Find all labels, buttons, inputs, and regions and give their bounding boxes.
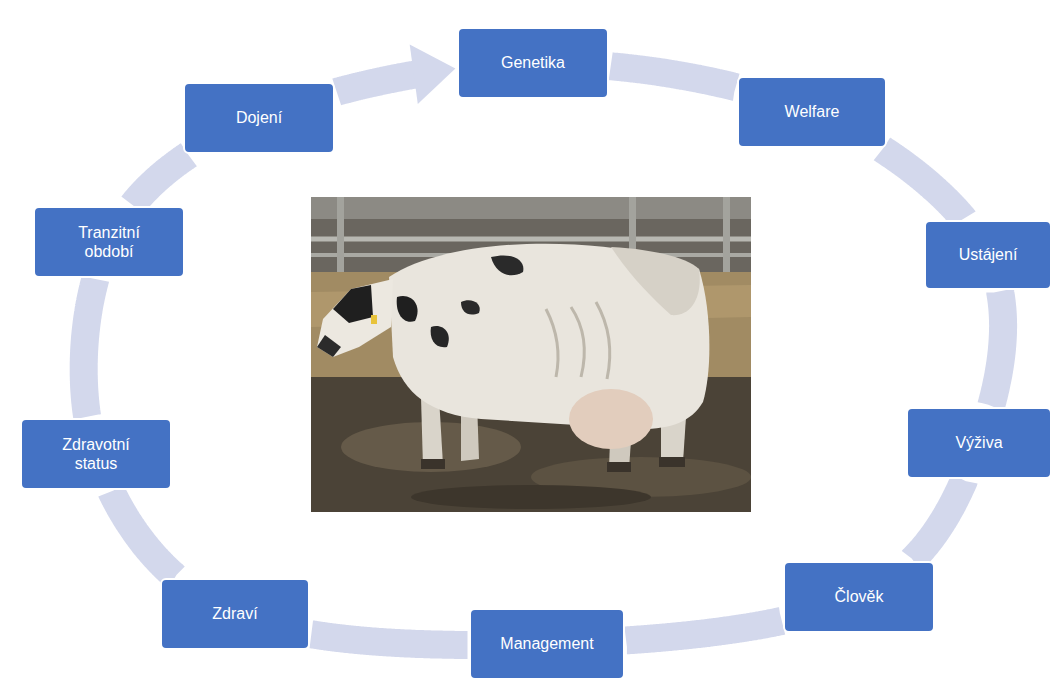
ring-band [337, 74, 417, 92]
box-label: Genetika [501, 53, 565, 72]
arrow-head [410, 45, 456, 105]
box-label: Dojení [236, 108, 282, 127]
cycle-arrow [311, 634, 467, 645]
box-label: Zdraví [212, 604, 257, 623]
cycle-arrow [133, 155, 189, 205]
box-label: Člověk [835, 587, 884, 606]
cycle-box: Výživa [906, 407, 1052, 479]
ring-band [913, 480, 964, 559]
ring-band [882, 149, 963, 219]
cow-photo [311, 197, 751, 512]
box-label: Výživa [955, 433, 1002, 452]
cycle-box: Welfare [737, 76, 887, 148]
cycle-box: Ustájení [924, 220, 1052, 290]
cycle-arrow [991, 291, 1003, 406]
ring-band [611, 66, 736, 87]
cycle-box: Tranzitní období [33, 206, 185, 278]
ring-band [133, 155, 189, 205]
ring-band [111, 491, 175, 576]
ring-band [311, 634, 467, 645]
cycle-box: Management [469, 608, 625, 680]
cycle-box: Člověk [783, 561, 935, 633]
cycle-arrow [626, 621, 782, 641]
cycle-arrow [611, 66, 736, 87]
cycle-arrow [882, 149, 963, 219]
ring-band [626, 621, 782, 641]
cycle-box: Zdravotní status [20, 418, 172, 490]
box-label: Ustájení [959, 245, 1018, 264]
box-label: Tranzitní období [64, 223, 154, 261]
cycle-box: Zdraví [160, 578, 310, 650]
cycle-arrow [111, 491, 175, 576]
ring-band [991, 291, 1003, 406]
cycle-arrow [337, 45, 456, 105]
cycle-box: Genetika [457, 27, 609, 99]
cycle-box: Dojení [183, 82, 335, 154]
ring-band [84, 279, 96, 417]
box-label: Management [500, 634, 593, 653]
cycle-arrow [913, 480, 964, 559]
box-label: Welfare [785, 102, 840, 121]
box-label: Zdravotní status [51, 435, 141, 473]
cycle-arrow [84, 279, 96, 417]
